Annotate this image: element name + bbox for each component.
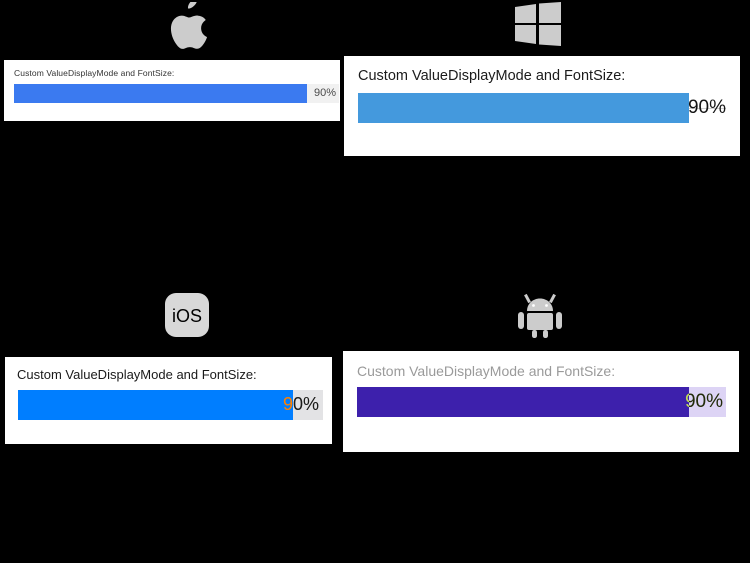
macos-progress-card: Custom ValueDisplayMode and FontSize: 90… [4,60,340,121]
macos-progress-bar[interactable]: 90% [14,84,339,103]
windows-progress-card: Custom ValueDisplayMode and FontSize: 90… [344,56,740,156]
ios-progress-label: Custom ValueDisplayMode and FontSize: [17,367,257,382]
android-progress-value: 90% [684,391,723,412]
macos-progress-label: Custom ValueDisplayMode and FontSize: [14,68,175,78]
android-progress-bar[interactable]: 90% [357,387,726,417]
windows-progress-label: Custom ValueDisplayMode and FontSize: [358,68,626,84]
windows-progress-fill [358,93,690,123]
android-robot-icon [518,293,562,338]
ios-logo-icon: iOS [165,293,209,337]
ios-progress-fill [18,390,293,420]
windows-progress-value: 90% [687,97,726,118]
android-progress-fill [357,387,690,417]
windows-progress-bar[interactable]: 90% [358,93,726,123]
macos-progress-value: 90% [313,87,336,99]
ios-progress-bar[interactable]: 90% [18,390,323,420]
android-progress-card: Custom ValueDisplayMode and FontSize: 90… [343,351,739,452]
ios-progress-value: 90% [282,394,319,414]
macos-progress-fill [14,84,307,103]
ios-progress-card: Custom ValueDisplayMode and FontSize: 90… [5,357,332,444]
android-progress-label: Custom ValueDisplayMode and FontSize: [357,363,616,379]
apple-logo-icon [170,2,207,49]
windows-logo-icon [515,2,561,46]
